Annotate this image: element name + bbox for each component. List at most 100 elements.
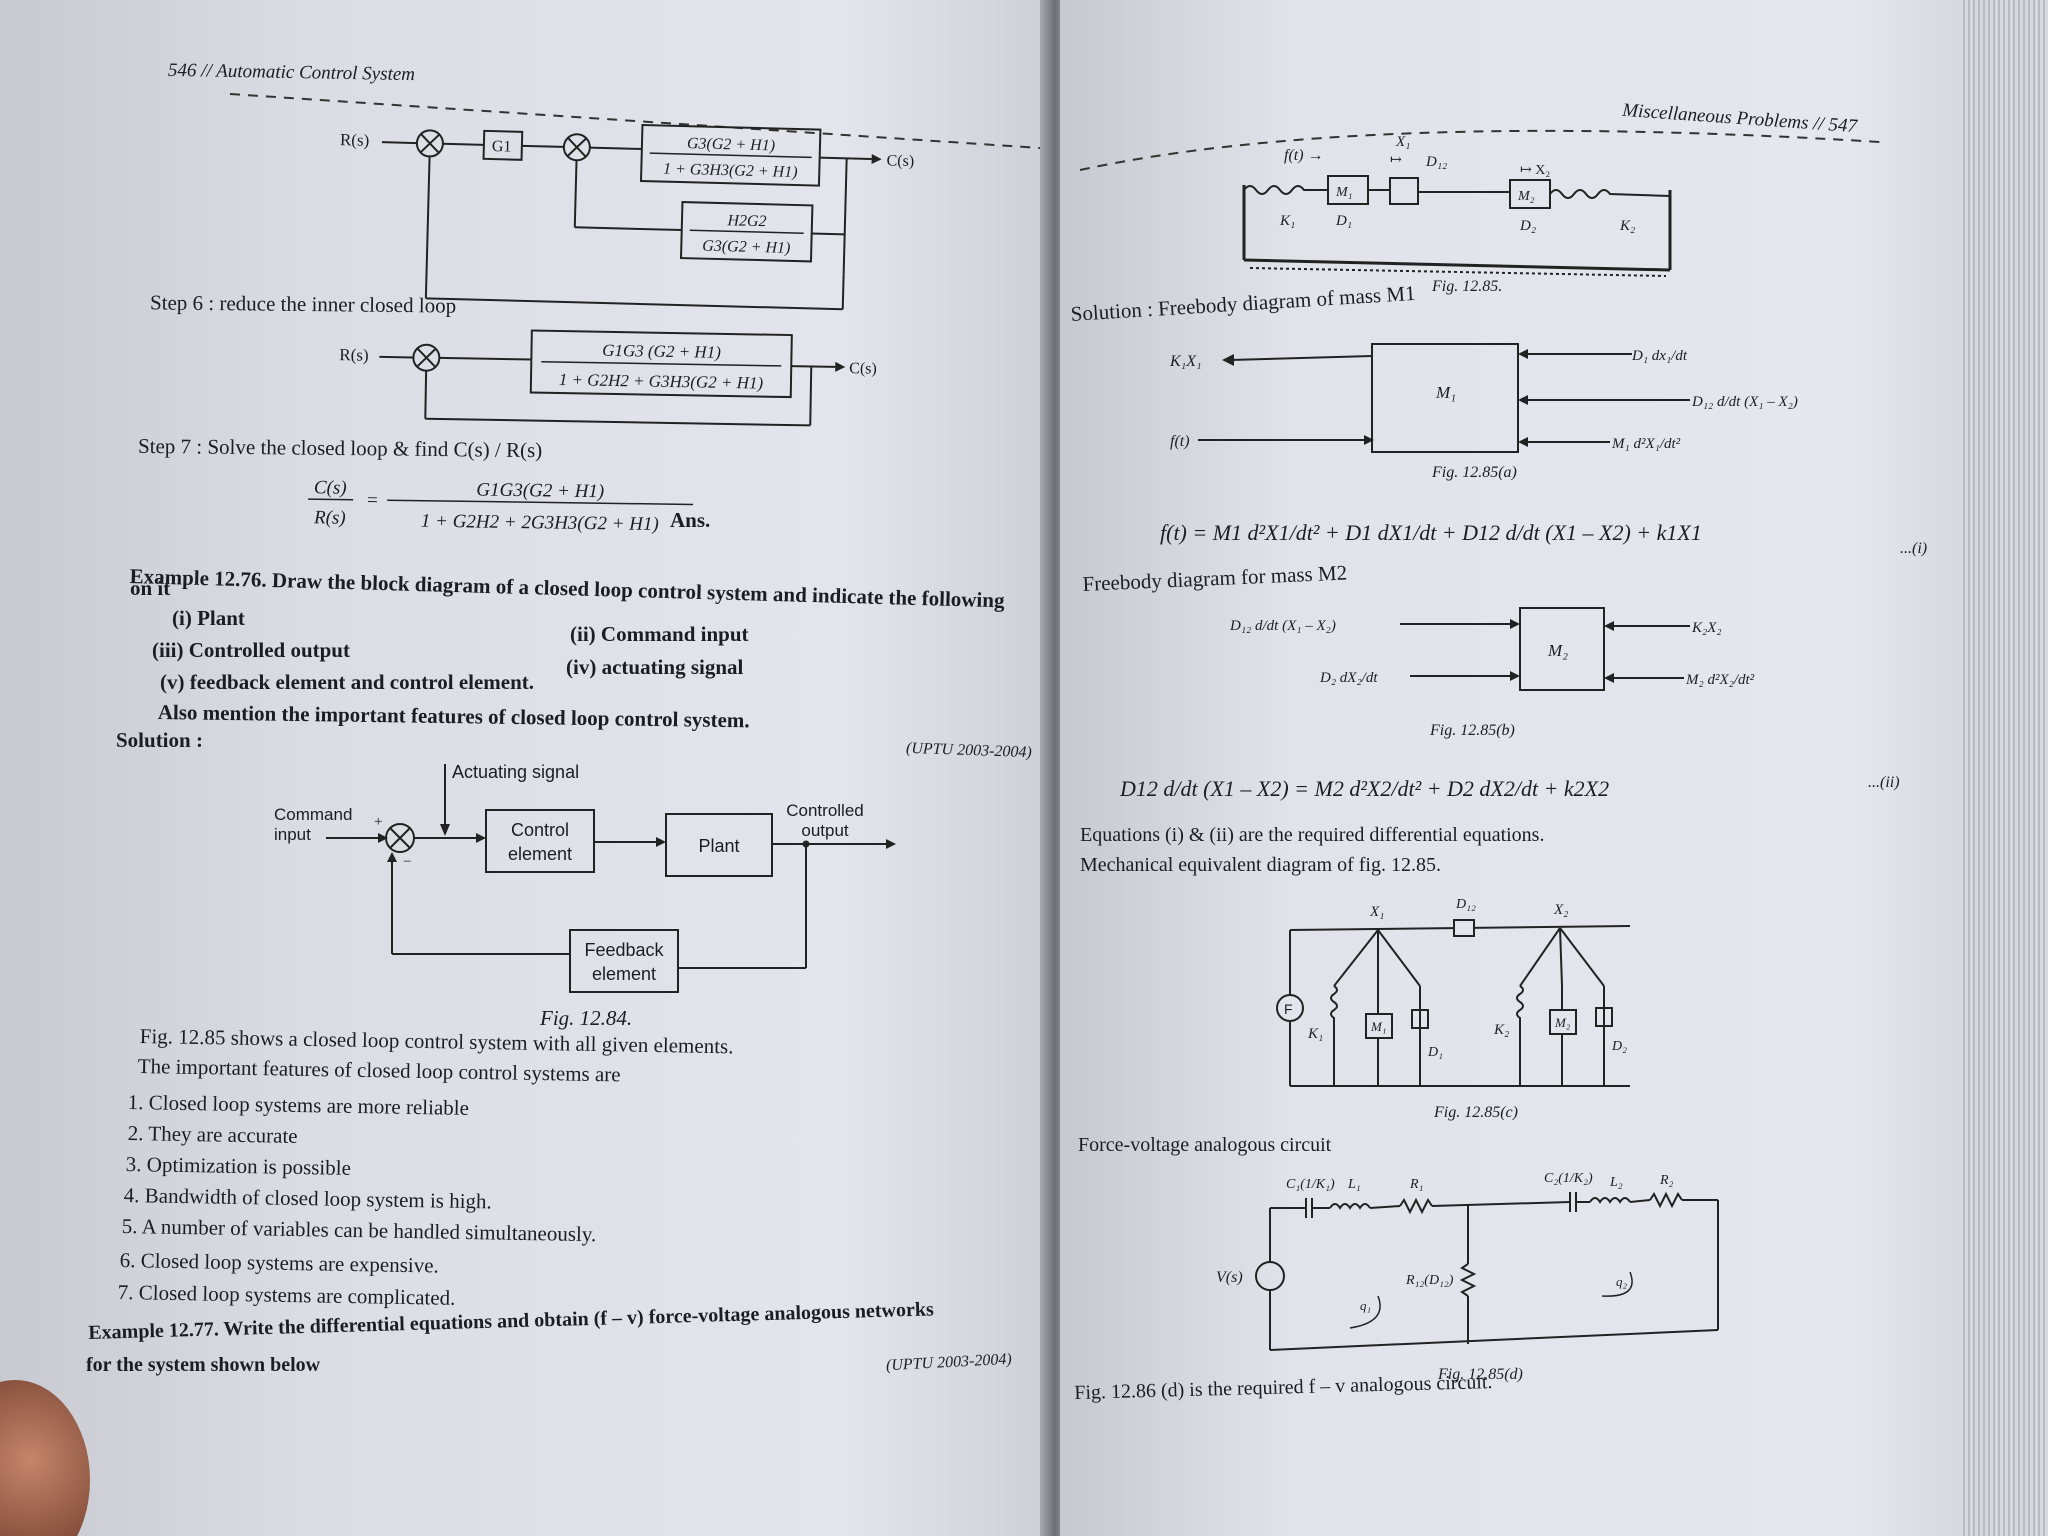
feedback-numerator: H2G2 — [726, 212, 767, 230]
svg-text:K₂X₂: K₂X₂ — [1691, 620, 1722, 636]
example77-title-cont: for the system shown below — [86, 1354, 321, 1376]
svg-text:D₂: D₂ — [1611, 1039, 1627, 1054]
controlled-output-label-2: output — [801, 821, 849, 840]
svg-text:M₁: M₁ — [1370, 1019, 1386, 1034]
svg-text:M₁ d²X₁/dt²: M₁ d²X₁/dt² — [1611, 436, 1681, 452]
item-controlled-output: (iii) Controlled output — [152, 638, 350, 662]
input-label: R(s) — [339, 345, 369, 365]
command-input-label: Command — [274, 805, 352, 824]
tf-lhs-denominator: R(s) — [313, 507, 346, 528]
svg-text:K₂: K₂ — [1619, 218, 1635, 234]
svg-text:C₁(1/K₁): C₁(1/K₁) — [1286, 1177, 1335, 1192]
feature-7: 7. Closed loop systems are complicated. — [117, 1280, 456, 1310]
freebody-diagram-m1: M₁ K₁X₁ D₁ dx₁/dt D₁₂ d/dt (X₁ – X₂) f(t… — [1169, 343, 1798, 453]
tf-lhs-numerator: C(s) — [314, 477, 347, 498]
force-voltage-circuit: V(s) C₁(1/K₁) L₁ R₁ C₂(1/K₂) L₂ R₂ — [1216, 1171, 1719, 1351]
svg-text:=: = — [367, 490, 378, 511]
svg-text:D₂ dX₂/dt: D₂ dX₂/dt — [1319, 670, 1378, 686]
mass-m1-block — [1371, 343, 1519, 453]
svg-text:D₁: D₁ — [1335, 213, 1352, 229]
svg-text:M₂: M₂ — [1547, 641, 1568, 660]
header-rule — [1079, 129, 1881, 171]
svg-text:f(t): f(t) — [1170, 433, 1190, 450]
g1-label: G1 — [492, 138, 512, 156]
fig-12-84-caption: Fig. 12.84. — [540, 1006, 633, 1030]
fig-12-85-caption: Fig. 12.85. — [1432, 278, 1503, 295]
mechanical-equivalent-note: Mechanical equivalent diagram of fig. 12… — [1080, 854, 1441, 876]
page-stack-edge — [1960, 0, 2048, 1536]
equations-note: Equations (i) & (ii) are the required di… — [1080, 824, 1545, 846]
command-input-label-2: input — [274, 825, 311, 844]
feature-6: 6. Closed loop systems are expensive. — [119, 1248, 439, 1278]
feature-2: 2. They are accurate — [127, 1121, 298, 1148]
right-page: Miscellaneous Problems // 547 K₁ M₁ D₁ M… — [1060, 0, 1990, 1536]
step6-text: Step 6 : reduce the inner closed loop — [149, 290, 457, 318]
solution-label: Solution : — [116, 728, 203, 752]
equation-i: f(t) = M1 d²X1/dt² + D1 dX1/dt + D12 d/d… — [1160, 520, 1702, 545]
svg-text:↦ X₂: ↦ X₂ — [1520, 163, 1550, 178]
freebody-diagram-m2: M₂ D₁₂ d/dt (X₁ – X₂) D₂ dX₂/dt K₂X₂ M₂ … — [1229, 607, 1755, 691]
voltage-source — [1255, 1261, 1285, 1291]
output-label: C(s) — [849, 360, 877, 377]
feedback-element-label: Feedback — [584, 940, 664, 960]
block-diagram-step6: R(s) G1G3 (G2 + H1) 1 + G2H2 + G3H3(G2 +… — [339, 329, 877, 427]
svg-text:L₁: L₁ — [1347, 1177, 1361, 1192]
forward-numerator: G3(G2 + H1) — [687, 135, 776, 154]
svg-text:D₁: D₁ — [1427, 1045, 1443, 1060]
feature-4: 4. Bandwidth of closed loop system is hi… — [123, 1183, 493, 1214]
spring-k2 — [1549, 189, 1671, 199]
svg-text:V(s): V(s) — [1216, 1269, 1243, 1286]
svg-text:M₁: M₁ — [1435, 383, 1456, 402]
feedback-element-block — [569, 929, 679, 993]
example76-title: Example 12.76. Draw the block diagram of… — [129, 564, 1005, 613]
svg-text:R₂: R₂ — [1659, 1173, 1674, 1188]
control-element-label-2: element — [508, 844, 572, 864]
svg-text:D₂: D₂ — [1519, 218, 1536, 234]
tf-rhs-numerator: G1G3(G2 + H1) — [476, 479, 604, 502]
feature-1: 1. Closed loop systems are more reliable — [127, 1090, 470, 1120]
svg-text:D₁₂ d/dt (X₁ – X₂): D₁₂ d/dt (X₁ – X₂) — [1229, 618, 1336, 634]
fig-12-85c-caption: Fig. 12.85(c) — [1434, 1104, 1518, 1121]
output-label: C(s) — [886, 152, 914, 170]
control-element-label: Control — [511, 820, 569, 840]
example76-reference: (UPTU 2003-2004) — [905, 739, 1033, 762]
svg-text:D₁₂: D₁₂ — [1455, 897, 1476, 912]
feature-3: 3. Optimization is possible — [125, 1152, 352, 1180]
svg-text:−: − — [403, 854, 411, 870]
closed-loop-block-diagram: Actuating signal Command input + − Contr… — [274, 762, 896, 993]
fv-circuit-title: Force-voltage analogous circuit — [1078, 1134, 1332, 1156]
input-label: R(s) — [340, 130, 370, 150]
forward-denominator: 1 + G3H3(G2 + H1) — [663, 161, 798, 182]
svg-text:q₁: q₁ — [1360, 1298, 1371, 1313]
solution-fbd1-title: Solution : Freebody diagram of mass M1 — [1070, 280, 1417, 326]
left-page: 546 // Automatic Control System R(s) G1 … — [0, 0, 1050, 1536]
svg-text:M₂: M₂ — [1517, 189, 1535, 204]
svg-text:R₁: R₁ — [1409, 1177, 1423, 1192]
svg-text:q₂: q₂ — [1616, 1274, 1628, 1289]
example76-title-cont: on it — [130, 576, 171, 600]
svg-text:C₂(1/K₂): C₂(1/K₂) — [1544, 1171, 1593, 1186]
block-numerator: G1G3 (G2 + H1) — [602, 341, 721, 362]
damper-d12 — [1389, 177, 1419, 205]
svg-text:+: + — [374, 814, 382, 830]
svg-text:K₁X₁: K₁X₁ — [1169, 353, 1202, 370]
feedback-element-label-2: element — [592, 964, 656, 984]
paragraph-fig85: Fig. 12.85 shows a closed loop control s… — [139, 1024, 734, 1059]
tf-rhs-denominator: 1 + G2H2 + 2G3H3(G2 + H1) — [421, 511, 659, 535]
fbd2-title: Freebody diagram for mass M2 — [1082, 560, 1348, 596]
force-source — [1276, 994, 1304, 1022]
svg-text:K₁: K₁ — [1279, 213, 1295, 229]
svg-text:R₁₂(D₁₂): R₁₂(D₁₂) — [1405, 1273, 1454, 1288]
item-plant: (i) Plant — [172, 606, 245, 630]
page-header: 546 // Automatic Control System — [167, 59, 416, 86]
svg-text:D₁₂: D₁₂ — [1425, 154, 1447, 170]
block-denominator: 1 + G2H2 + G3H3(G2 + H1) — [559, 370, 764, 393]
fig-12-85d-caption: Fig. 12.85(d) — [1438, 1366, 1523, 1383]
svg-text:D₁ dx₁/dt: D₁ dx₁/dt — [1631, 348, 1688, 364]
header-rule — [229, 93, 1041, 149]
svg-text:↦: ↦ — [1390, 153, 1402, 168]
answer-marker: Ans. — [670, 508, 711, 532]
svg-text:M₂ d²X₂/dt²: M₂ d²X₂/dt² — [1685, 672, 1755, 688]
transfer-function: C(s) R(s) = G1G3(G2 + H1) 1 + G2H2 + 2G3… — [308, 477, 694, 535]
svg-text:K₁: K₁ — [1307, 1026, 1323, 1042]
